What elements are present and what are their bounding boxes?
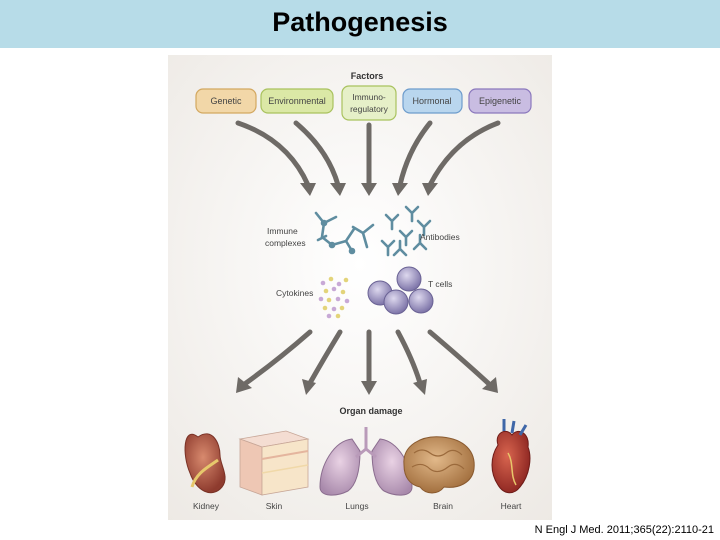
arrow-kidney <box>243 329 313 386</box>
arrow-brain <box>395 329 423 386</box>
lungs-icon <box>319 427 413 496</box>
factors-heading: Factors <box>351 71 384 81</box>
arrow-skin <box>307 329 343 386</box>
organ-damage-heading: Organ damage <box>339 406 402 416</box>
factor-hormonal-label: Hormonal <box>412 96 451 106</box>
factor-immunoregulatory: Immuno- regulatory <box>341 85 397 121</box>
diverging-arrowheads <box>236 377 498 395</box>
converging-arrows <box>235 120 501 188</box>
antibodies-icon <box>380 205 432 257</box>
organ-heart-label: Heart <box>501 501 522 511</box>
title-bar <box>0 0 720 48</box>
factor-genetic-label: Genetic <box>210 96 242 106</box>
cytokines-icon <box>318 276 350 319</box>
skin-icon <box>238 430 310 496</box>
organ-skin-label: Skin <box>266 501 283 511</box>
factor-epigenetic-label: Epigenetic <box>479 96 522 106</box>
citation: N Engl J Med. 2011;365(22):2110-21 <box>534 524 714 536</box>
pathogenesis-figure: Factors Genetic Environmental Immuno- re… <box>168 55 552 520</box>
arrow-hormonal <box>397 120 433 188</box>
cytokines-label: Cytokines <box>276 288 313 298</box>
heart-icon <box>491 419 531 494</box>
kidney-icon <box>184 433 226 494</box>
immune-complexes-label-1: Immune <box>267 226 298 236</box>
factor-genetic: Genetic <box>195 88 257 114</box>
pathogenesis-diagram: Factors Genetic Environmental Immuno- re… <box>168 55 552 520</box>
immune-complexes-icon <box>314 211 375 255</box>
diverging-arrows <box>243 329 491 386</box>
antibodies-label: Antibodies <box>420 232 460 242</box>
organ-lungs-label: Lungs <box>345 501 368 511</box>
arrow-heart <box>427 329 491 386</box>
arrow-epigenetic <box>427 120 501 188</box>
brain-icon <box>403 436 475 494</box>
arrow-genetic <box>235 120 311 188</box>
factor-hormonal: Hormonal <box>402 88 463 114</box>
factor-epigenetic: Epigenetic <box>468 88 532 114</box>
organ-brain-label: Brain <box>433 501 453 511</box>
factor-immunoregulatory-label-1: Immuno- <box>352 92 386 102</box>
factor-immunoregulatory-label-2: regulatory <box>350 104 389 114</box>
organ-kidney-label: Kidney <box>193 501 220 511</box>
immune-complexes-label-2: complexes <box>265 238 306 248</box>
converging-arrowheads <box>300 183 438 196</box>
slide-title: Pathogenesis <box>272 7 448 37</box>
factor-environmental: Environmental <box>260 88 334 114</box>
arrow-environmental <box>293 120 341 188</box>
t-cells-icon <box>367 266 434 315</box>
figure-background <box>168 55 552 520</box>
t-cells-label: T cells <box>428 279 452 289</box>
factor-environmental-label: Environmental <box>268 96 326 106</box>
